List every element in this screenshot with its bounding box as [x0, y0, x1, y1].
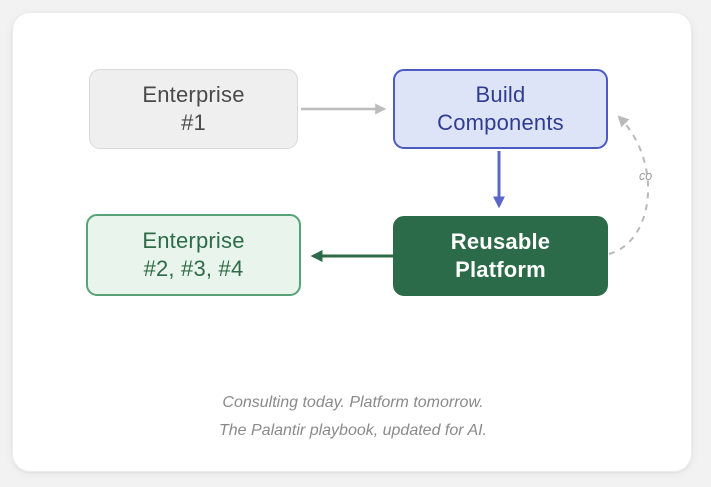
node-reusable-platform-line1: Reusable — [450, 229, 551, 254]
node-enterprise-1-line1: Enterprise — [142, 82, 245, 107]
node-enterprise-2-3-4-line2: #2, #3, #4 — [143, 256, 244, 281]
caption-line-1: Consulting today. Platform tomorrow. — [222, 394, 484, 411]
loop-arrow-label: co — [639, 169, 653, 183]
node-enterprise-1-line2: #1 — [181, 110, 206, 135]
caption: Consulting today. Platform tomorrow. The… — [13, 389, 693, 445]
arrow-platform-to-build-loop — [608, 115, 650, 255]
node-enterprise-1: Enterprise #1 — [89, 69, 298, 149]
diagram-card: Enterprise #1 Build Components Reusable … — [12, 12, 692, 472]
caption-line-2: The Palantir playbook, updated for AI. — [218, 422, 487, 439]
node-enterprise-2-3-4-line1: Enterprise — [142, 228, 245, 253]
node-reusable-platform-line2: Platform — [455, 257, 546, 282]
node-build-components: Build Components — [393, 69, 608, 149]
node-reusable-platform: Reusable Platform — [393, 216, 608, 296]
node-build-components-line1: Build — [475, 82, 526, 107]
node-enterprise-2-3-4: Enterprise #2, #3, #4 — [86, 214, 301, 296]
node-build-components-line2: Components — [437, 110, 564, 135]
